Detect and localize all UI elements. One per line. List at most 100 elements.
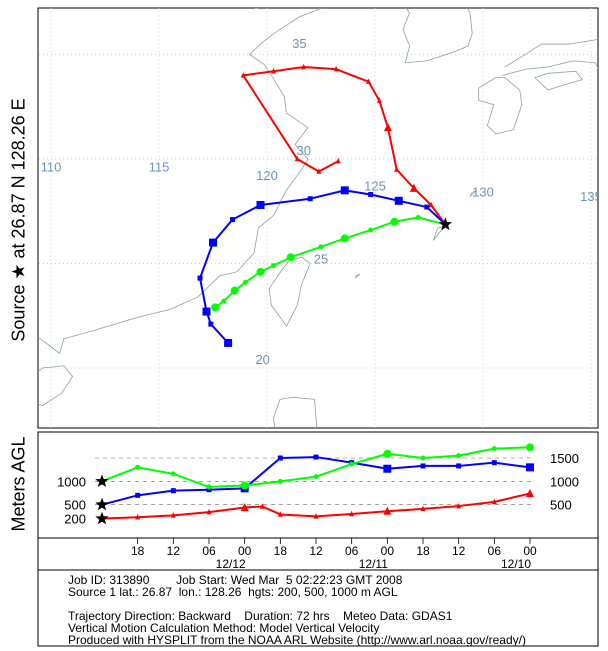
left-height-tick: 1000 [57,474,86,489]
coastline [504,38,598,68]
height-series-1000m [95,443,534,490]
coastline [355,273,361,279]
height-point [526,488,534,498]
trajectory-point [211,303,220,312]
height-series-200m [95,488,534,525]
longitude-label: 125 [364,178,386,193]
height-point [491,498,497,505]
longitude-label: 135 [580,189,602,204]
height-point [277,511,283,517]
trajectory-point [307,196,313,202]
coastline [534,70,583,91]
time-tick-label: 00 [381,544,395,558]
trajectory-point [340,186,349,195]
height-point [383,464,392,473]
right-height-tick: 1500 [550,451,579,466]
height-point [206,508,212,515]
latitude-label: 25 [314,252,328,267]
height-point [170,488,176,494]
height-point [313,513,319,519]
trajectory-point [340,234,349,243]
trajectory-1000m [211,215,446,312]
trajectory-line [242,66,447,226]
source-height-star [95,497,109,511]
date-label: 12/11 [359,557,388,571]
longitude-label: 115 [149,160,170,175]
trajectory-point [230,286,239,295]
height-point [383,506,392,515]
longitude-label: 120 [256,168,278,183]
right-height-tick: 1000 [550,474,579,489]
trajectory-point [394,196,403,205]
trajectory-point [256,200,265,209]
info-direction-line: Trajectory Direction: Backward Duration:… [68,609,453,623]
height-point [349,510,355,517]
height-point [313,454,319,460]
time-tick-label: 12 [309,544,323,558]
height-point [170,512,176,518]
trajectory-point [409,183,418,192]
left-height-tick: 200 [64,512,86,527]
height-profile-frame [37,431,599,539]
height-point [135,492,141,498]
trajectory-point [209,238,217,247]
trajectory-point [224,338,233,347]
height-point [313,474,319,480]
coastline [38,8,322,354]
height-point [135,464,141,470]
time-tick-label: 12 [167,544,181,558]
trajectory-point [229,217,235,223]
latitude-label: 30 [296,143,310,158]
height-point [277,455,283,461]
height-point [260,503,265,509]
time-axis-frame [37,537,599,571]
trajectory-point [428,201,434,208]
trajectory-point [301,63,307,70]
trajectory-point [366,78,372,84]
height-point [420,463,426,469]
coastline [273,396,318,428]
height-line [101,492,531,520]
height-point [170,471,176,477]
left-height-tick: 500 [64,498,86,513]
trajectory-point [318,244,324,250]
height-point [383,449,392,458]
time-tick-label: 00 [238,544,252,558]
trajectory-point [240,72,246,78]
time-tick-label: 06 [488,544,502,558]
source-star-marker [438,217,453,231]
coastline [502,60,598,76]
trajectory-point [286,253,295,262]
latitude-label: 35 [292,36,306,51]
info-produced-line: Produced with HYSPLIT from the NOAA ARL … [68,633,526,647]
info-source-line: Source 1 lat.: 26.87 lon.: 128.26 hgts: … [68,585,398,599]
height-point [420,505,426,512]
coastline [469,189,477,197]
date-label: 12/10 [501,557,531,571]
right-height-tick: 500 [550,498,572,513]
map-frame [37,7,599,429]
trajectory-point [383,123,392,132]
height-point [135,514,141,520]
time-tick-label: 12 [452,544,466,558]
height-point [526,443,534,452]
info-job-line: Job ID: 313890 Job Start: Wed Mar 5 02:2… [68,573,403,587]
time-tick-label: 06 [202,544,216,558]
trajectory-point [394,166,400,172]
height-point [491,446,497,452]
source-height-star [95,511,109,525]
height-point [456,502,462,509]
time-tick-label: 00 [523,544,537,558]
trajectory-point [368,227,374,233]
trajectory-point [202,307,211,316]
coastline [268,256,311,327]
trajectory-point [242,279,248,285]
trajectory-point [208,321,214,327]
trajectory-point [390,217,399,226]
height-point [526,463,534,472]
height-point [456,453,462,459]
trajectory-point [333,65,339,72]
